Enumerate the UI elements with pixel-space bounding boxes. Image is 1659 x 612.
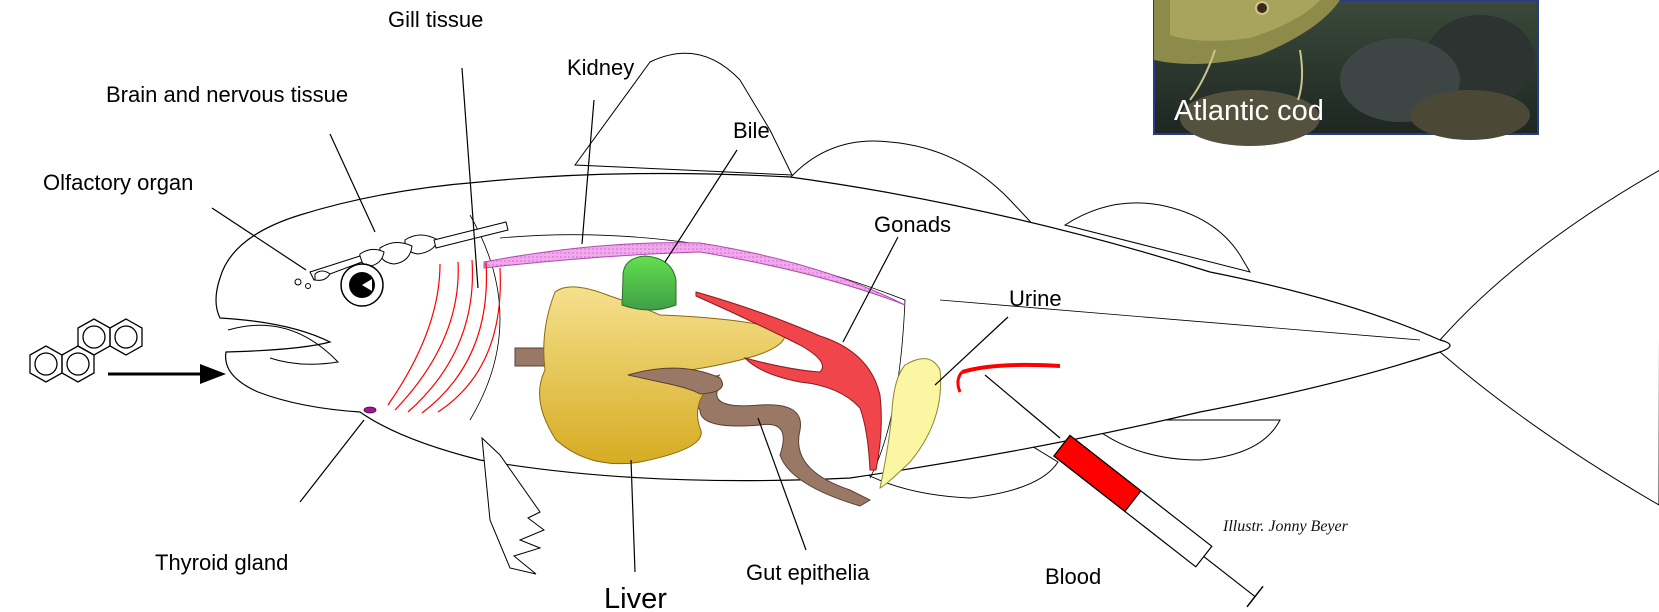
label-gill-tissue: Gill tissue — [388, 7, 483, 32]
label-urine: Urine — [1009, 286, 1062, 311]
photo-caption: Atlantic cod — [1174, 95, 1324, 127]
label-gonads: Gonads — [874, 212, 951, 237]
eye — [341, 264, 383, 306]
illustration-credit: Illustr. Jonny Beyer — [1222, 518, 1349, 535]
label-bile: Bile — [733, 118, 770, 143]
label-blood: Blood — [1045, 564, 1101, 589]
label-thyroid-gland: Thyroid gland — [155, 550, 288, 575]
tail-fin — [1440, 170, 1659, 505]
bile-organ — [622, 256, 676, 310]
label-brain: Brain and nervous tissue — [106, 82, 348, 107]
label-gut-epithelia: Gut epithelia — [746, 560, 870, 585]
label-liver: Liver — [604, 583, 667, 612]
exposure-arrow-icon — [108, 364, 226, 384]
label-olfactory-organ: Olfactory organ — [43, 170, 193, 195]
label-kidney: Kidney — [567, 55, 634, 80]
thyroid-gland-organ — [364, 407, 376, 413]
